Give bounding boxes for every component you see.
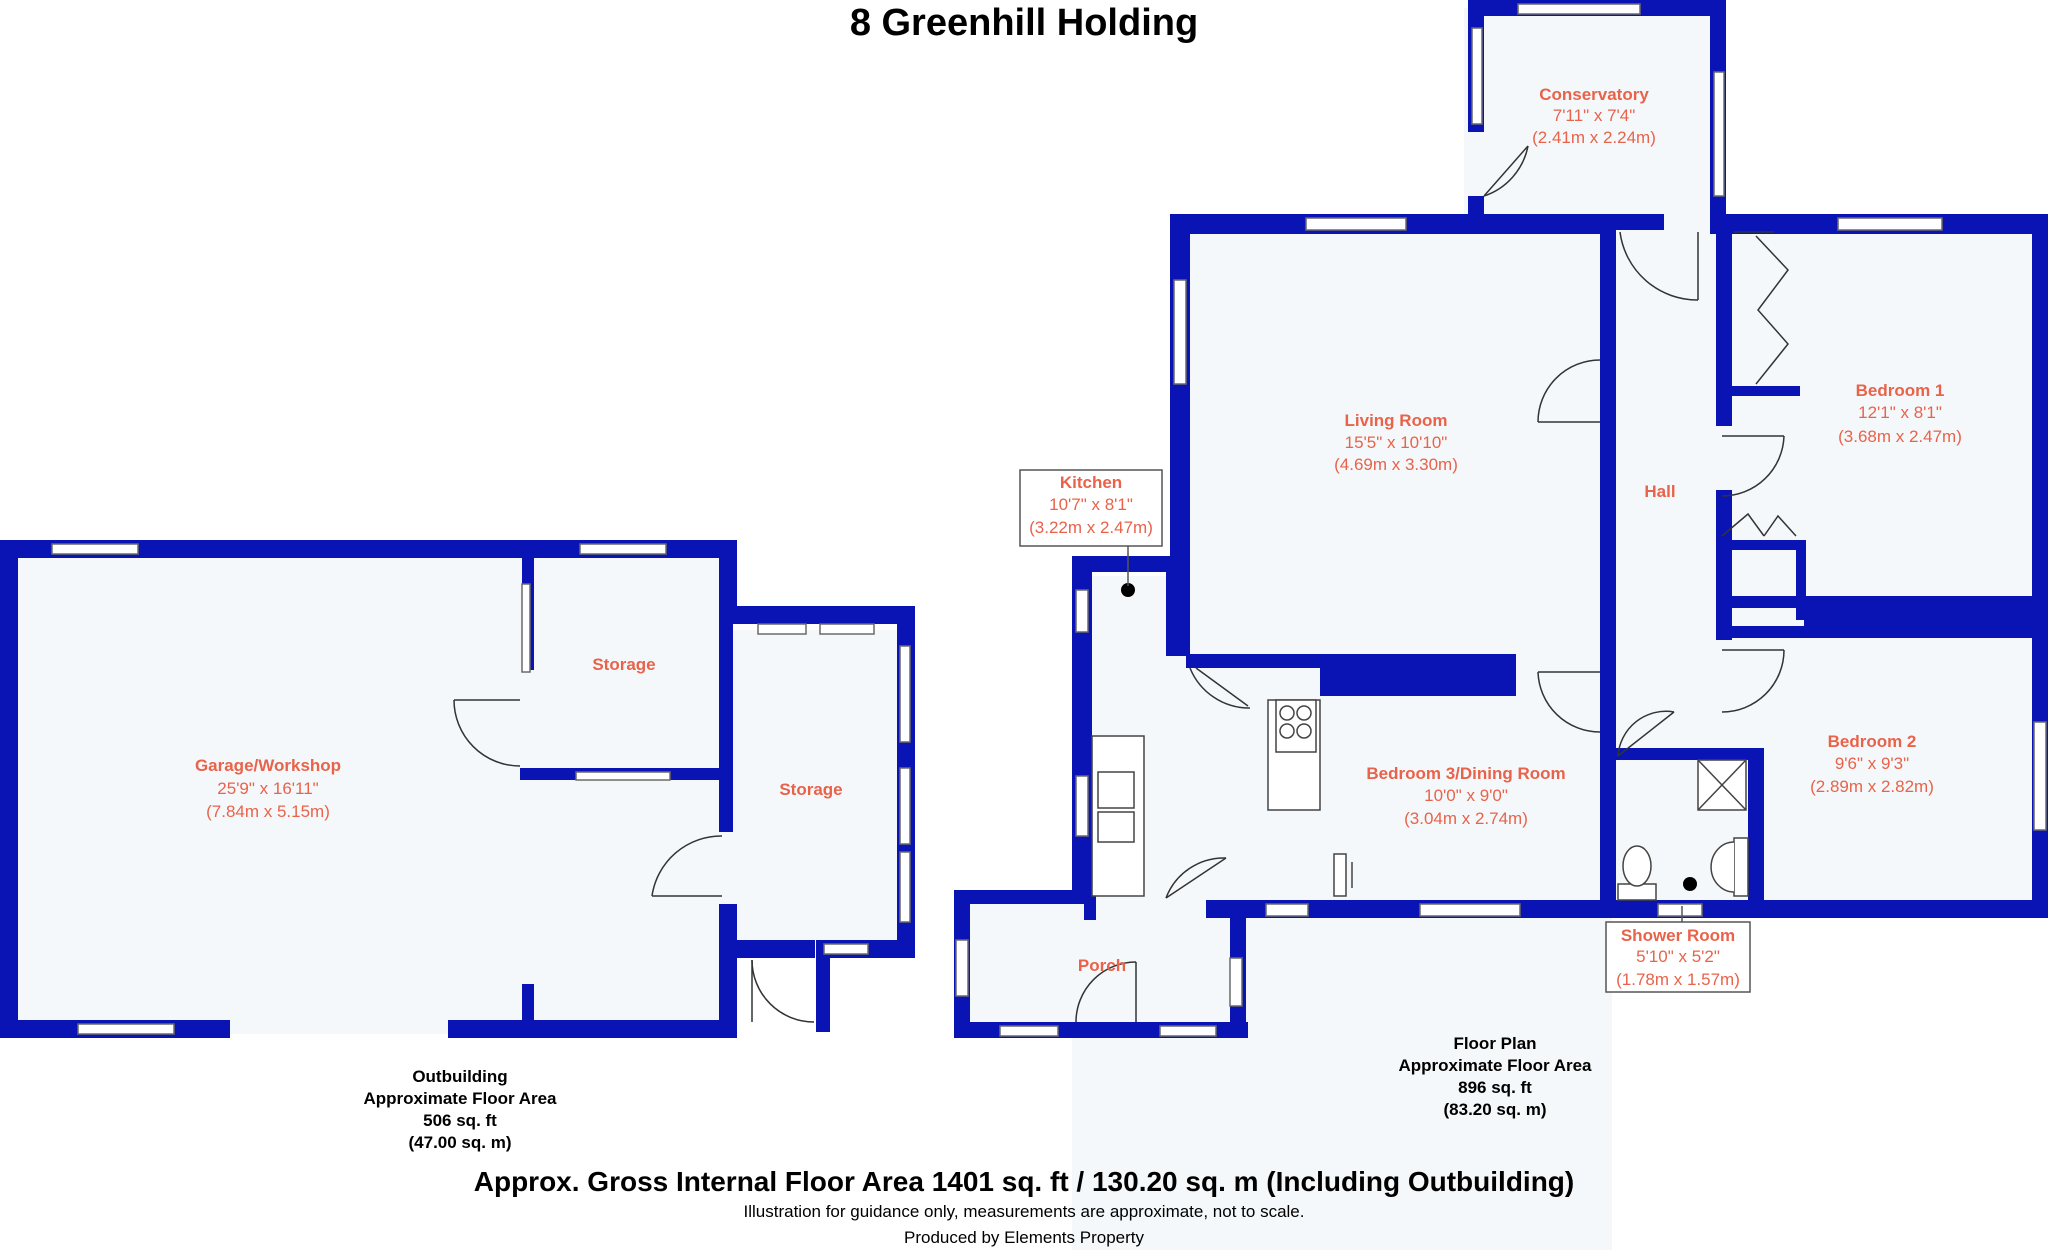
room-metric-conservatory: (2.41m x 2.24m) — [1532, 128, 1656, 147]
room-size-bedroom3: 10'0" x 9'0" — [1424, 786, 1508, 805]
room-name-living: Living Room — [1345, 411, 1448, 430]
house-openings — [1484, 132, 1494, 198]
room-size-living: 15'5" x 10'10" — [1345, 433, 1448, 452]
room-metric-kitchen: (3.22m x 2.47m) — [1029, 518, 1153, 537]
fixtures — [1091, 699, 1749, 901]
room-name-storage-1: Storage — [592, 655, 655, 674]
room-name-shower: Shower Room — [1621, 926, 1735, 945]
floorplan-caption-line4: (83.20 sq. m) — [1443, 1100, 1547, 1119]
floorplan-area-caption: Floor Plan Approximate Floor Area 896 sq… — [1355, 1033, 1635, 1121]
outbuilding-caption-line3: 506 sq. ft — [423, 1111, 497, 1130]
room-metric-bedroom2: (2.89m x 2.82m) — [1810, 777, 1934, 796]
room-size-shower: 5'10" x 5'2" — [1636, 947, 1720, 966]
room-size-conservatory: 7'11" x 7'4" — [1553, 106, 1636, 125]
room-name-kitchen: Kitchen — [1060, 473, 1122, 492]
room-name-bedroom2: Bedroom 2 — [1828, 732, 1917, 751]
room-name-hall: Hall — [1644, 482, 1675, 501]
room-name-porch: Porch — [1078, 956, 1126, 975]
room-metric-bedroom3: (3.04m x 2.74m) — [1404, 809, 1528, 828]
room-name-storage-2: Storage — [779, 780, 842, 799]
room-name-garage: Garage/Workshop — [195, 756, 341, 775]
disclaimer-text: Illustration for guidance only, measurem… — [743, 1202, 1305, 1221]
room-metric-shower: (1.78m x 1.57m) — [1616, 970, 1740, 989]
house-doors — [1075, 145, 1797, 1023]
room-size-bedroom1: 12'1" x 8'1" — [1858, 403, 1942, 422]
floorplan-caption-line2: Approximate Floor Area — [1398, 1056, 1592, 1075]
gross-area-text: Approx. Gross Internal Floor Area 1401 s… — [473, 1166, 1575, 1197]
room-metric-living: (4.69m x 3.30m) — [1334, 455, 1458, 474]
produced-by-text: Produced by Elements Property — [903, 1228, 1144, 1247]
room-size-garage: 25'9" x 16'11" — [217, 779, 318, 798]
outbuilding-doors — [453, 699, 815, 1023]
outbuilding-area-caption: Outbuilding Approximate Floor Area 506 s… — [320, 1066, 600, 1154]
room-size-bedroom2: 9'6" x 9'3" — [1835, 754, 1909, 773]
room-metric-bedroom1: (3.68m x 2.47m) — [1838, 427, 1962, 446]
meters — [1121, 583, 1697, 891]
floorplan-caption-line3: 896 sq. ft — [1458, 1078, 1532, 1097]
kitchen-label-box — [1019, 469, 1751, 993]
outbuilding-caption-line1: Outbuilding — [412, 1067, 508, 1086]
room-size-kitchen: 10'7" x 8'1" — [1049, 495, 1133, 514]
room-name-conservatory: Conservatory — [1539, 85, 1649, 104]
room-labels: Conservatory 7'11" x 7'4" (2.41m x 2.24m… — [195, 85, 1962, 989]
room-name-bedroom1: Bedroom 1 — [1856, 381, 1945, 400]
room-metric-garage: (7.84m x 5.15m) — [206, 802, 330, 821]
plan-title: 8 Greenhill Holding — [849, 2, 1199, 44]
floorplan-caption-line1: Floor Plan — [1453, 1034, 1537, 1053]
house-windows — [955, 3, 2047, 1037]
outbuilding-windows — [51, 543, 911, 1035]
outbuilding-caption-line2: Approximate Floor Area — [363, 1089, 557, 1108]
room-name-bedroom3: Bedroom 3/Dining Room — [1366, 764, 1565, 783]
outbuilding-caption-line4: (47.00 sq. m) — [408, 1133, 512, 1152]
